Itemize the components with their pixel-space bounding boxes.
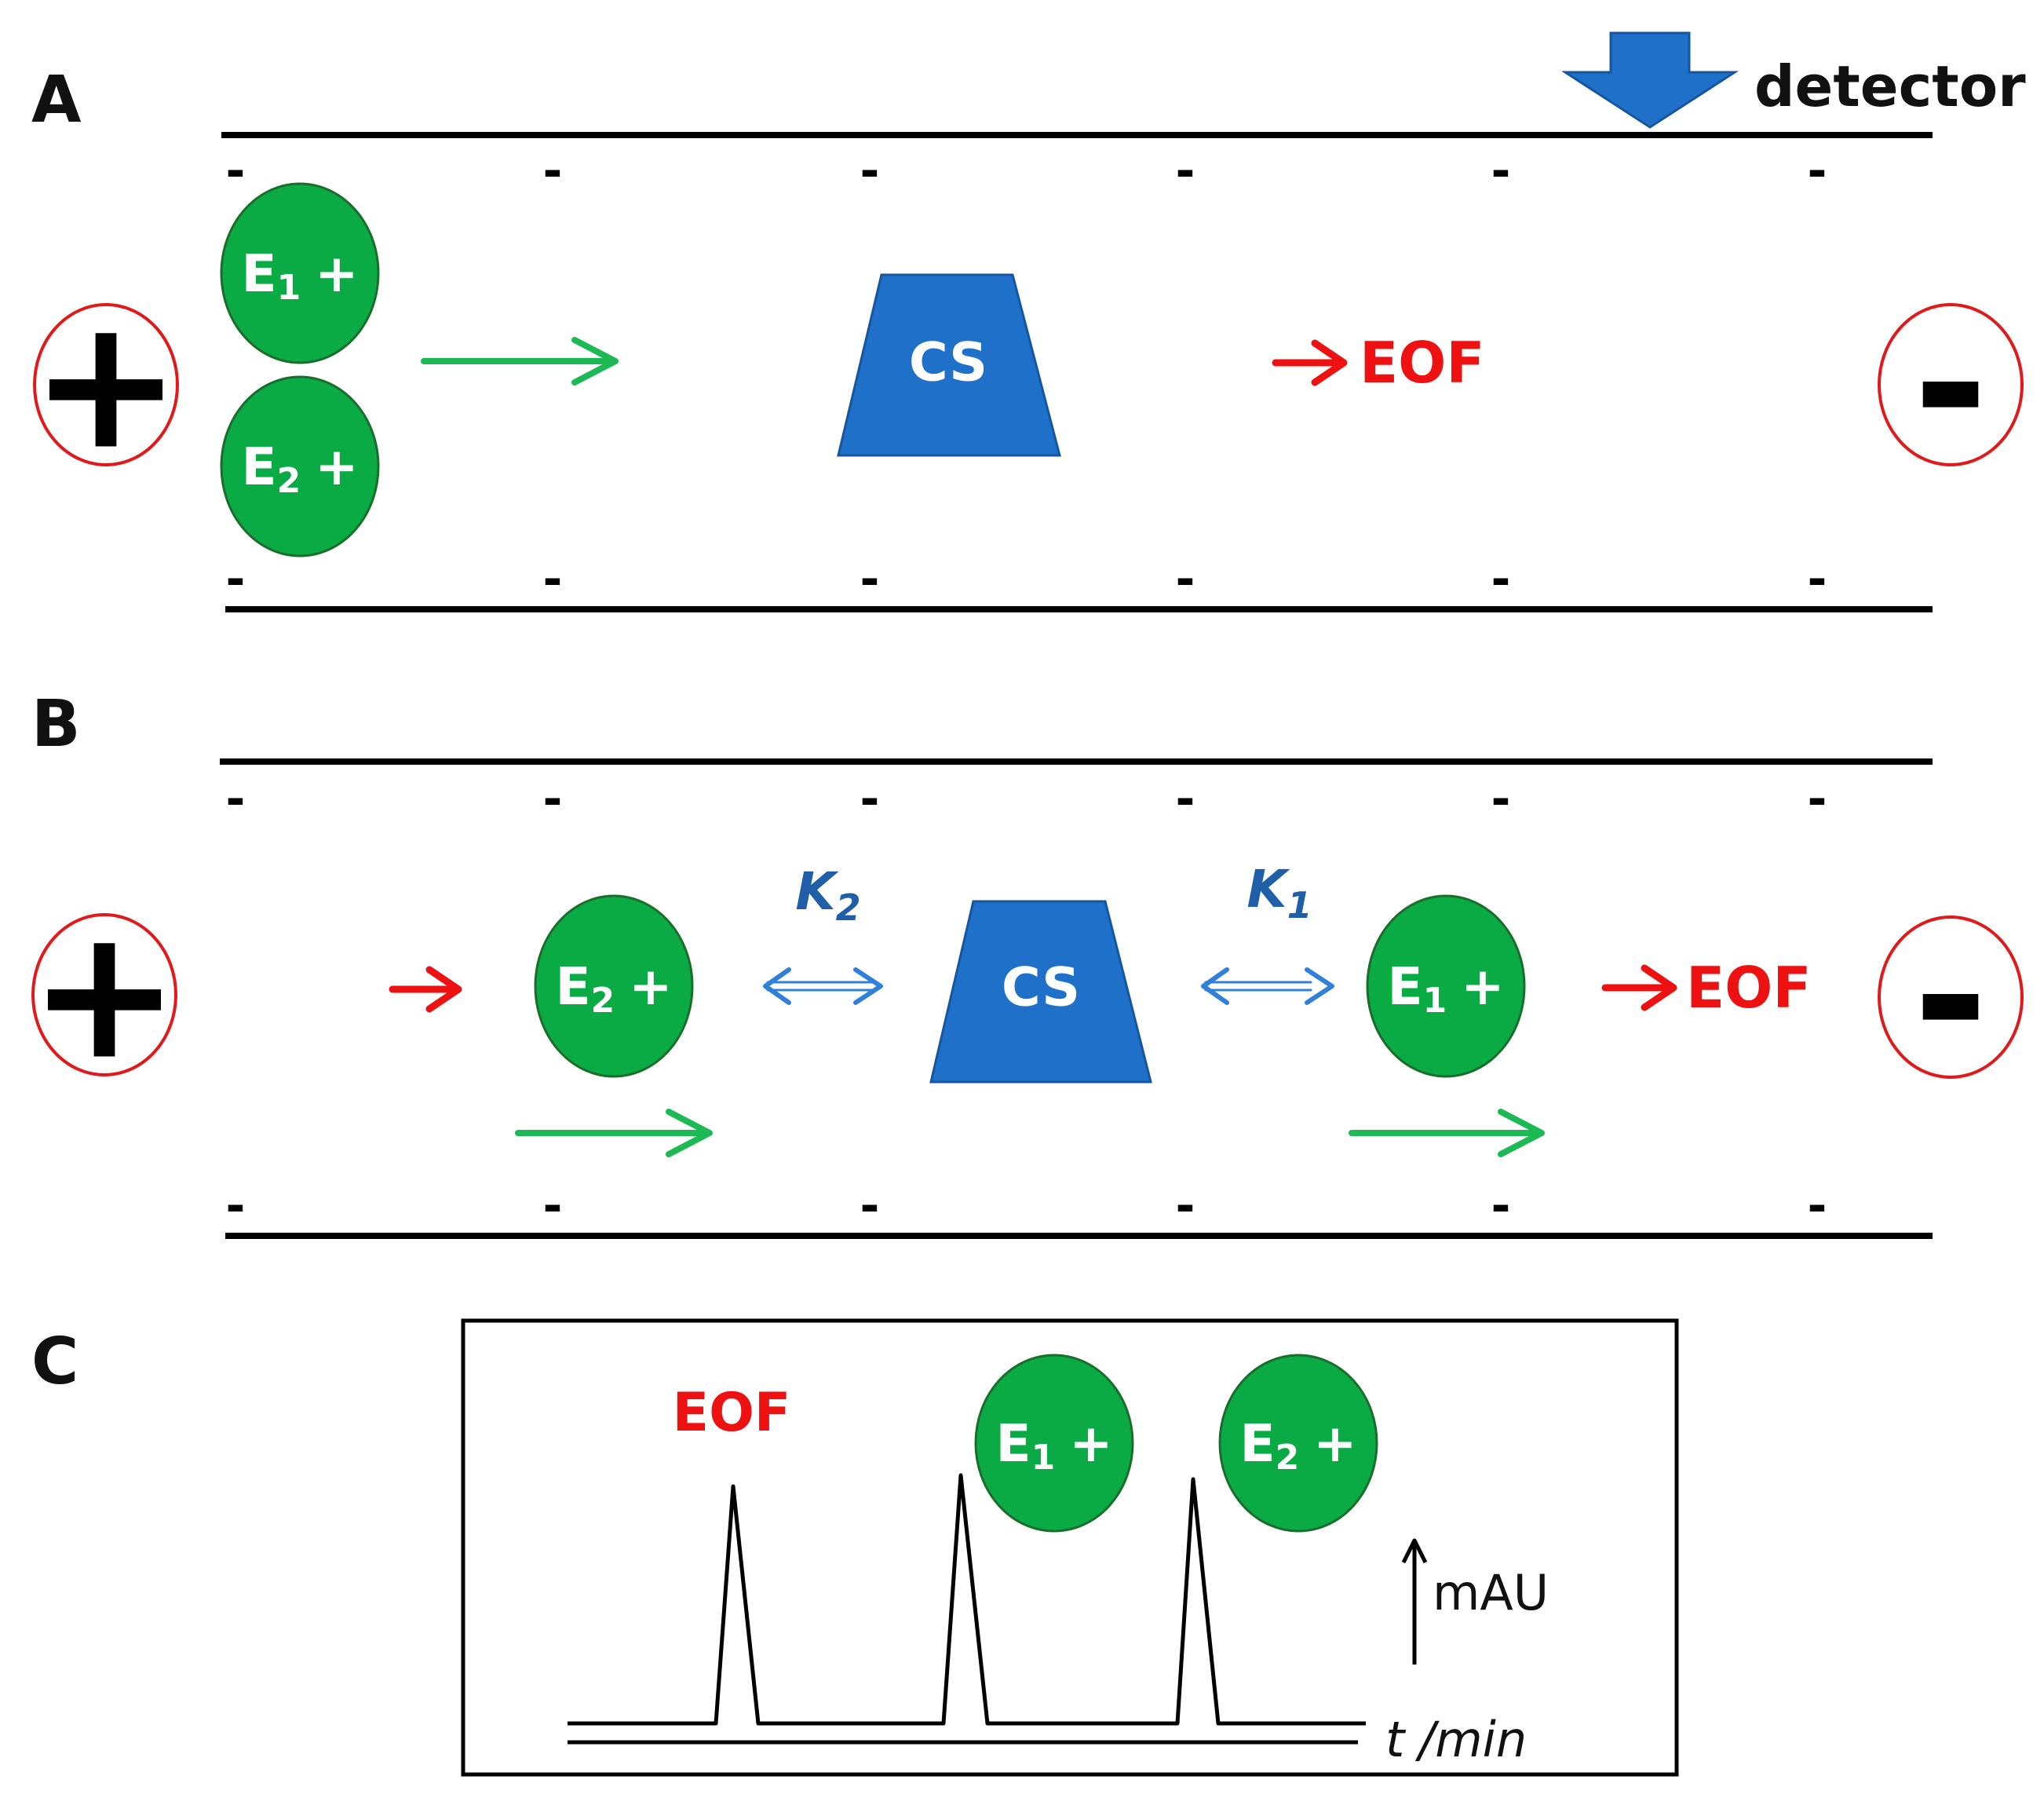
eof-label: EOF (1360, 330, 1485, 396)
cathode-ring (1878, 303, 2024, 466)
eof-indicator: EOF (1272, 330, 1485, 396)
enantiomer-e1-label: E1+ (241, 243, 358, 308)
detector-down-arrow-icon (1560, 31, 1739, 129)
enantiomer-e2-label: E2+ (241, 437, 358, 501)
anode-ring (31, 913, 177, 1076)
migration-right-arrow-icon (515, 1109, 713, 1157)
wall-charges-bottom: ------ (226, 1179, 1827, 1233)
panel-a-label: A (31, 63, 82, 137)
eof-label: EOF (1686, 955, 1812, 1021)
cathode-minus-sign: - (1913, 280, 1987, 490)
electropherogram-peak-e2-marker: E2+ (1218, 1354, 1378, 1533)
anode: + (29, 890, 181, 1100)
wall-charge-minus: - (226, 1179, 246, 1233)
enantiomer-e1-label: E1+ (1387, 956, 1504, 1021)
wall-charge-minus: - (226, 144, 246, 199)
electropherogram-peak-e1-marker: E1+ (974, 1354, 1134, 1533)
panel-a: A detector - - - - - - - - - - - - + - E1+ E2+ (31, 31, 2026, 612)
panel-c-label: C (31, 1325, 78, 1399)
chiral-selector-label: CS (909, 332, 987, 394)
k1-label: K1 (1246, 859, 1312, 926)
cathode: - (1878, 280, 2024, 490)
detector: detector (1560, 31, 2026, 129)
eof-right-arrow-icon (1272, 339, 1348, 386)
anode-plus-sign: + (31, 280, 182, 490)
wall-charge-minus: - (543, 144, 563, 199)
electropherogram-trace (568, 1473, 1366, 1726)
panel-b-label: B (31, 687, 81, 762)
x-axis-label: t/min (1385, 1711, 1527, 1768)
eof-indicator: EOF (1601, 955, 1812, 1021)
anode: + (31, 280, 182, 490)
wall-charge-minus: - (1808, 1179, 1827, 1233)
enantiomer-e1: E1+ (1366, 894, 1526, 1078)
electropherogram-eof-label: EOF (673, 1382, 791, 1444)
wall-charge-minus: - (860, 552, 880, 607)
k2-label: K2 (795, 861, 860, 929)
cathode-minus-sign: - (1913, 893, 1987, 1102)
enantiomer-e1: E1+ (220, 182, 380, 364)
wall-charge-minus: - (226, 772, 246, 827)
wall-charge-minus: - (226, 552, 246, 607)
wall-charges-bottom: ------ (226, 552, 1827, 607)
chiral-selector: CS (837, 273, 1061, 457)
anode-ring (33, 303, 179, 466)
wall-charge-minus: - (543, 772, 563, 827)
migration-right-arrow-icon (421, 337, 619, 386)
chiral-selector: CS (929, 900, 1152, 1084)
wall-charge-minus: - (1808, 144, 1827, 199)
panel-b: B - - - - - - - - - - - - + - E2+ K2 (29, 687, 2024, 1239)
enantiomer-e2-label: E2+ (555, 956, 672, 1021)
equilibrium-double-arrow-icon (763, 967, 883, 1005)
wall-charge-minus: - (860, 1179, 880, 1233)
wall-charge-minus: - (1808, 772, 1827, 827)
eof-right-arrow-icon (1601, 964, 1677, 1011)
enantiomer-e2-circle (1218, 1354, 1378, 1533)
enantiomer-e1-circle (220, 182, 380, 364)
electropherogram-frame (461, 1318, 1679, 1777)
equilibrium-double-arrow-icon (1201, 967, 1334, 1005)
wall-charge-minus: - (1491, 772, 1511, 827)
enantiomer-e2: E2+ (534, 894, 694, 1078)
eof-right-arrow-icon (389, 966, 462, 1013)
y-axis-label: mAU (1433, 1564, 1549, 1621)
anode-plus-sign: + (29, 890, 181, 1100)
wall-charge-minus: - (1491, 1179, 1511, 1233)
wall-charge-minus: - (860, 772, 880, 827)
chiral-selector-label: CS (1002, 957, 1080, 1019)
cathode: - (1878, 893, 2024, 1102)
enantiomer-e2: E2+ (220, 375, 380, 557)
migration-right-arrow-icon (1349, 1109, 1545, 1157)
enantiomer-e2-label: E2+ (1239, 1413, 1356, 1478)
chiral-selector-shape (929, 900, 1152, 1084)
wall-charge-minus: - (1808, 552, 1827, 607)
detector-label: detector (1754, 53, 2026, 119)
wall-charge-minus: - (1176, 552, 1195, 607)
enantiomer-e1-circle (974, 1354, 1134, 1533)
wall-charges-top: ------ (226, 772, 1827, 827)
enantiomer-e1-label: E1+ (995, 1413, 1112, 1478)
wall-charge-minus: - (543, 552, 563, 607)
wall-charge-minus: - (1176, 1179, 1195, 1233)
chiral-selector-shape (837, 273, 1061, 457)
wall-charge-minus: - (1491, 144, 1511, 199)
wall-charge-minus: - (860, 144, 880, 199)
wall-charge-minus: - (1491, 552, 1511, 607)
wall-charge-minus: - (543, 1179, 563, 1233)
wall-charge-minus: - (1176, 144, 1195, 199)
y-axis-up-arrow-icon (1401, 1538, 1428, 1665)
enantiomer-e1-circle (1366, 894, 1526, 1078)
panel-c: C EOF E1+ E2+ mAU t/min (31, 1318, 1679, 1777)
cathode-ring (1878, 915, 2024, 1079)
enantiomer-e2-circle (534, 894, 694, 1078)
enantiomer-e2-circle (220, 375, 380, 557)
wall-charges-top: ------ (226, 144, 1827, 199)
wall-charge-minus: - (1176, 772, 1195, 827)
